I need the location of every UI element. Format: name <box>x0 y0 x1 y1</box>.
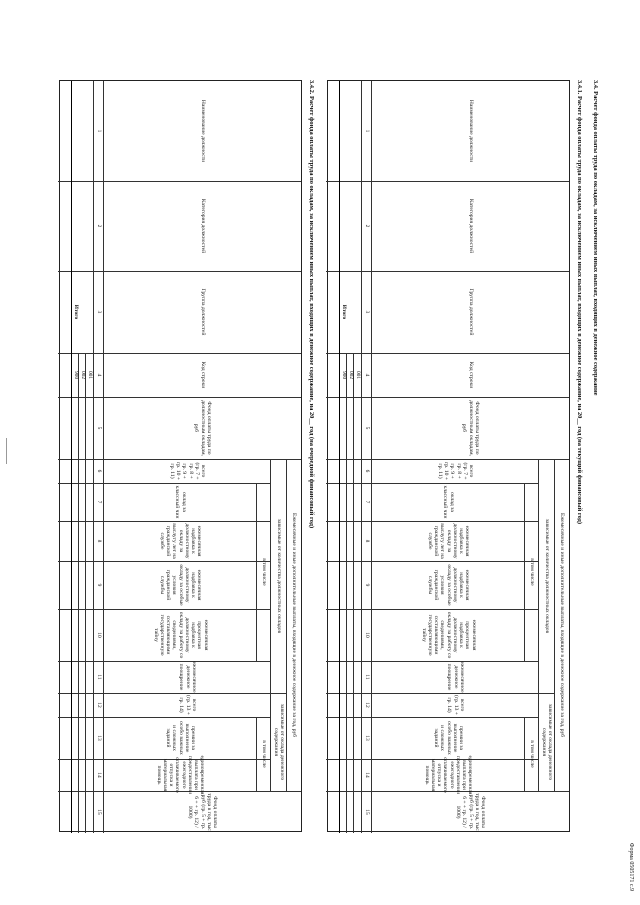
grid-line <box>85 353 86 833</box>
header-fund: Фонд оплаты труда по должностным окладам… <box>193 400 212 456</box>
column-number: 13 <box>96 735 103 741</box>
table1-subtitle: 3.4.1. Расчет фонда оплаты труда по окла… <box>576 80 583 525</box>
column-number: 15 <box>96 809 103 815</box>
grid-line <box>353 353 354 833</box>
header-group: Группа должностей <box>199 288 206 336</box>
row-code: 002 <box>347 370 354 380</box>
grid-line <box>339 81 341 833</box>
column-number: 2 <box>364 224 371 228</box>
header-total-a: всего (гр. 7 + гр. 8 + гр. 9 + гр. 10 + … <box>437 461 475 481</box>
column-number: 12 <box>364 702 371 708</box>
header-col-8: ежемесячная надбавка к должностному окла… <box>158 523 203 559</box>
column-number: 13 <box>364 735 371 741</box>
column-number: 3 <box>364 310 371 314</box>
header-col-10: ежемесячная процентная надбавка к должно… <box>152 611 209 659</box>
header-category: Категория должностей <box>199 198 206 254</box>
column-number: 8 <box>364 539 371 543</box>
header-col-11: ежемесячное денежное поощрение <box>446 661 465 693</box>
column-number: 10 <box>364 632 371 638</box>
header-col-13: премии за выполнение особо важных и слож… <box>433 721 465 755</box>
header-group: Группа должностей <box>467 288 474 336</box>
header-total-b: всего (гр. 13 + гр. 14) <box>446 695 465 715</box>
header-incl-b: в том числе <box>261 740 268 768</box>
column-number: 5 <box>96 426 103 430</box>
header-col-10: ежемесячная процентная надбавка к должно… <box>420 611 477 659</box>
column-number: 1 <box>364 129 371 133</box>
grid-line <box>71 81 73 833</box>
total-code: 900 <box>72 370 79 380</box>
header-by-allowance: зависимые от оклада денежного содержания <box>541 703 554 781</box>
column-number: 1 <box>96 129 103 133</box>
row-code: 001 <box>87 370 94 380</box>
form-number: Форма 0505171 с.9 <box>628 842 634 891</box>
header-total-b: всего (гр. 13 + гр. 14) <box>178 695 197 715</box>
total-label: Итого <box>340 304 347 320</box>
column-number: 11 <box>364 674 371 680</box>
header-col-7: оклад за классный чин <box>442 485 455 519</box>
header-incl-a: в том числе <box>529 558 536 586</box>
header-code: Код строки <box>199 361 206 389</box>
header-col-13: премии за выполнение особо важных и слож… <box>165 721 197 755</box>
column-number: 12 <box>96 702 103 708</box>
column-number: 11 <box>96 674 103 680</box>
header-col-15: Фонд оплаты труда в год, тыс руб (гр. 5 … <box>187 793 219 831</box>
row-code: 002 <box>79 370 86 380</box>
column-number: 3 <box>96 310 103 314</box>
row-code: 001 <box>355 370 362 380</box>
header-fund: Фонд оплаты труда по должностным окладам… <box>461 400 480 456</box>
header-col-15: Фонд оплаты труда в год, тыс руб (гр. 5 … <box>455 793 487 831</box>
header-extra-payments: Ежемесячные и иные дополнительные выплат… <box>559 512 566 738</box>
header-by-salaries: зависимые от количества должностных окла… <box>544 518 551 634</box>
column-number: 9 <box>364 583 371 587</box>
column-number: 6 <box>364 469 371 473</box>
column-number: 15 <box>364 809 371 815</box>
column-number: 4 <box>96 373 103 377</box>
header-position: Наименование должности <box>467 99 474 163</box>
column-number: 6 <box>96 469 103 473</box>
header-col-14: единовременная выплата при предоставлени… <box>155 755 206 795</box>
total-code: 900 <box>340 370 347 380</box>
column-number: 9 <box>96 583 103 587</box>
header-incl-a: в том числе <box>261 558 268 586</box>
header-extra-payments: Ежемесячные и иные дополнительные выплат… <box>291 512 298 738</box>
grid-line <box>78 353 79 833</box>
header-total-a: всего (гр. 7 + гр. 8 + гр. 9 + гр. 10 + … <box>169 461 207 481</box>
header-position: Наименование должности <box>199 99 206 163</box>
column-number: 7 <box>364 500 371 504</box>
header-col-14: единовременная выплата при предоставлени… <box>423 755 474 795</box>
header-by-allowance: зависимые от оклада денежного содержания <box>273 703 286 781</box>
header-by-salaries: зависимые от количества должностных окла… <box>276 518 283 634</box>
column-number: 2 <box>96 224 103 228</box>
header-category: Категория должностей <box>467 198 474 254</box>
column-number: 14 <box>364 772 371 778</box>
header-col-9: ежемесячная надбавка к должностному окла… <box>158 564 203 606</box>
header-col-9: ежемесячная надбавка к должностному окла… <box>426 564 471 606</box>
scan-mark <box>6 438 7 464</box>
column-number: 7 <box>96 500 103 504</box>
header-code: Код строки <box>467 361 474 389</box>
column-number: 5 <box>364 426 371 430</box>
total-label: Итого <box>72 304 79 320</box>
header-incl-b: в том числе <box>529 740 536 768</box>
header-col-7: оклад за классный чин <box>174 485 187 519</box>
column-number: 8 <box>96 539 103 543</box>
column-number: 4 <box>364 373 371 377</box>
column-number: 14 <box>96 772 103 778</box>
header-col-11: ежемесячное денежное поощрение <box>178 661 197 693</box>
section-title: 3.4. Расчет фонда оплаты труда по оклада… <box>592 80 599 396</box>
grid-line <box>346 353 347 833</box>
column-number: 10 <box>96 632 103 638</box>
table2-subtitle: 3.4.2. Расчет фонда оплаты труда по окла… <box>308 80 315 529</box>
header-col-8: ежемесячная надбавка к должностному окла… <box>426 523 471 559</box>
